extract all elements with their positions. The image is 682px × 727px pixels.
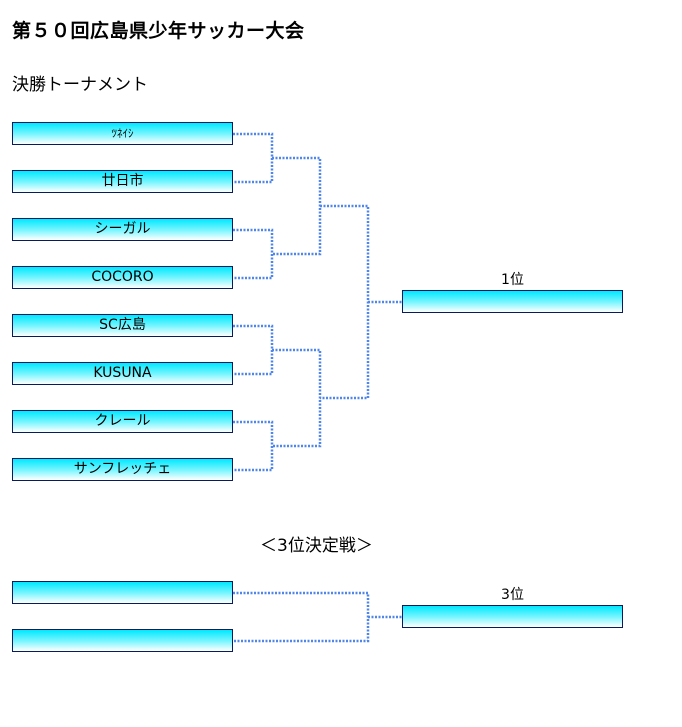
team-box-cocoro: COCORO <box>12 266 233 289</box>
third-place-team-box-1 <box>12 581 233 604</box>
third-place-result-box <box>402 605 623 628</box>
bracket-line-r2-m1 <box>272 156 322 256</box>
winner-label: 1位 <box>501 272 524 288</box>
winner-box <box>402 290 623 313</box>
third-place-team-box-2 <box>12 629 233 652</box>
team-box-clair: クレール <box>12 410 233 433</box>
bracket-line-r1-m4 <box>233 420 274 472</box>
bracket-line-third-place <box>233 591 370 643</box>
team-box-hatsukaichi: 廿日市 <box>12 170 233 193</box>
bracket-line-r1-m2 <box>233 228 274 280</box>
bracket-line-r2-m2 <box>272 348 322 448</box>
page-title: 第５０回広島県少年サッカー大会 <box>12 20 305 42</box>
team-box-tsuneishi: ﾂﾈｲｼ <box>12 122 233 145</box>
bracket-line-final <box>320 204 370 400</box>
team-box-seagull: シーガル <box>12 218 233 241</box>
third-place-label: 3位 <box>501 587 524 603</box>
page-subtitle: 決勝トーナメント <box>12 75 148 95</box>
team-box-sanfrecce: サンフレッチェ <box>12 458 233 481</box>
team-box-kusuna: KUSUNA <box>12 362 233 385</box>
third-place-heading: ＜3位決定戦＞ <box>260 536 373 556</box>
bracket-line-r1-m1 <box>233 132 274 184</box>
team-box-sc-hiroshima: SC広島 <box>12 314 233 337</box>
bracket-line-r1-m3 <box>233 324 274 376</box>
